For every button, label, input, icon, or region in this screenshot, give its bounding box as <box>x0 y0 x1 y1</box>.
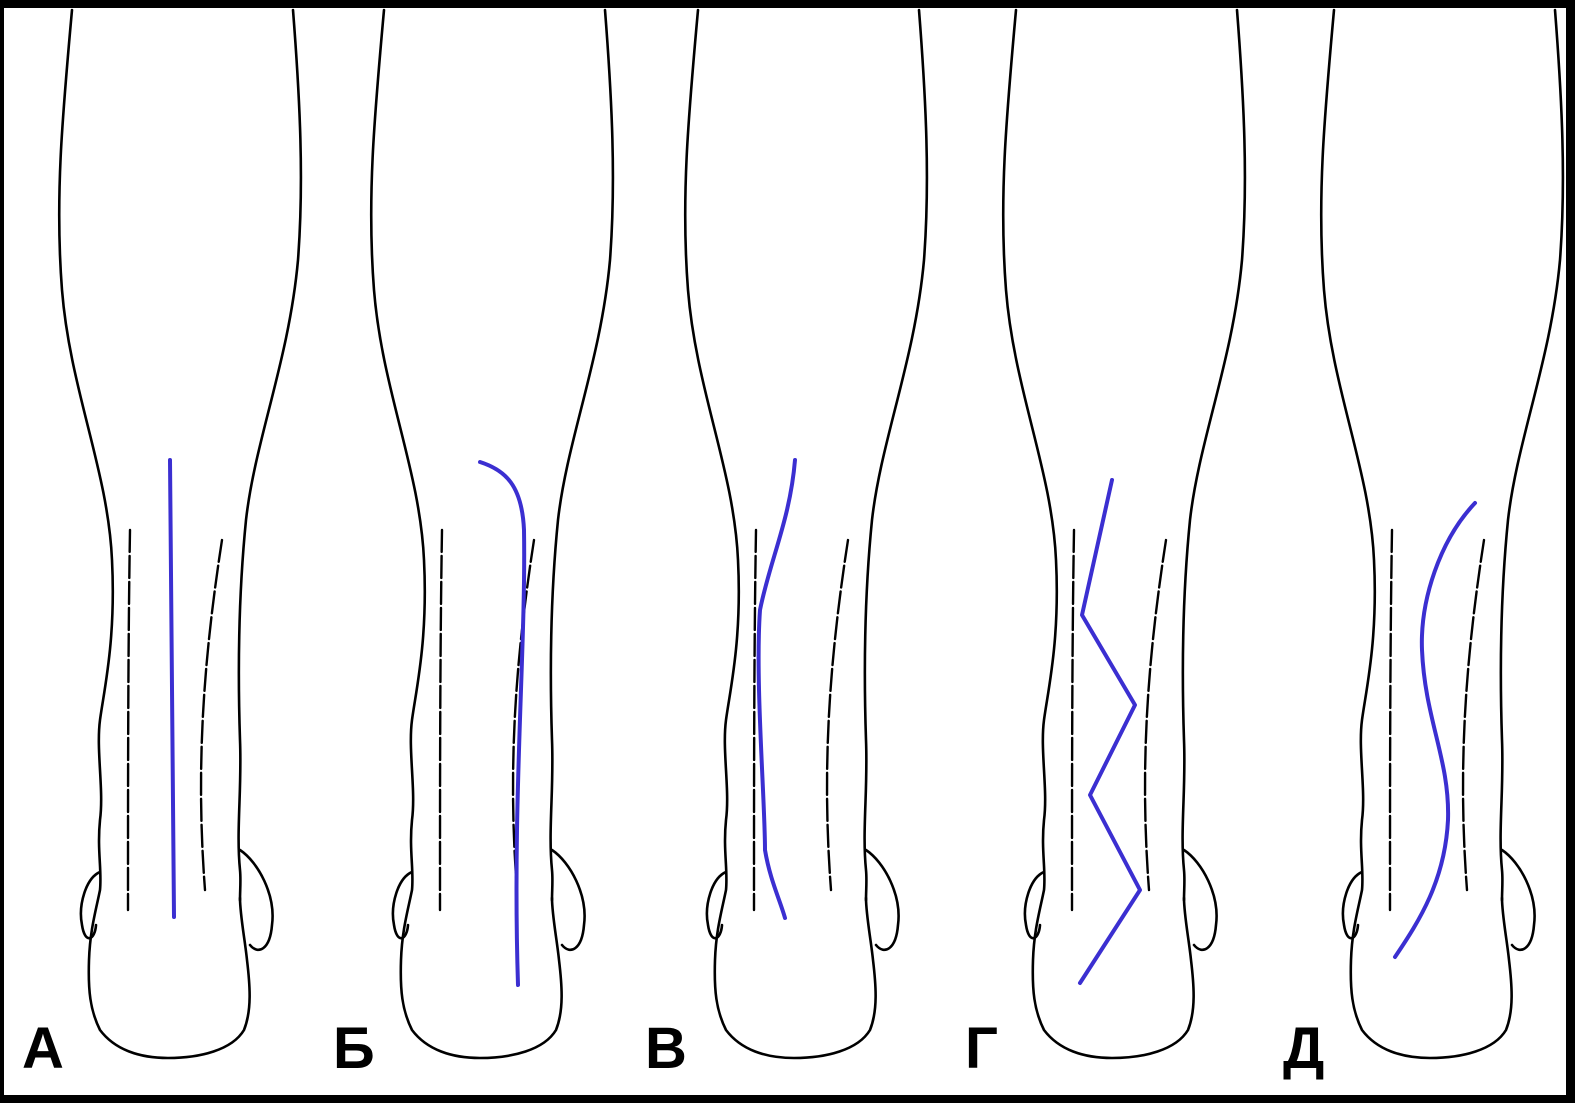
label-e: Д <box>1283 1016 1324 1081</box>
canvas-background <box>4 8 1566 1095</box>
label-b: Б <box>333 1016 375 1081</box>
label-d: Г <box>965 1016 998 1081</box>
label-c: В <box>645 1016 687 1081</box>
label-a: А <box>22 1016 64 1081</box>
